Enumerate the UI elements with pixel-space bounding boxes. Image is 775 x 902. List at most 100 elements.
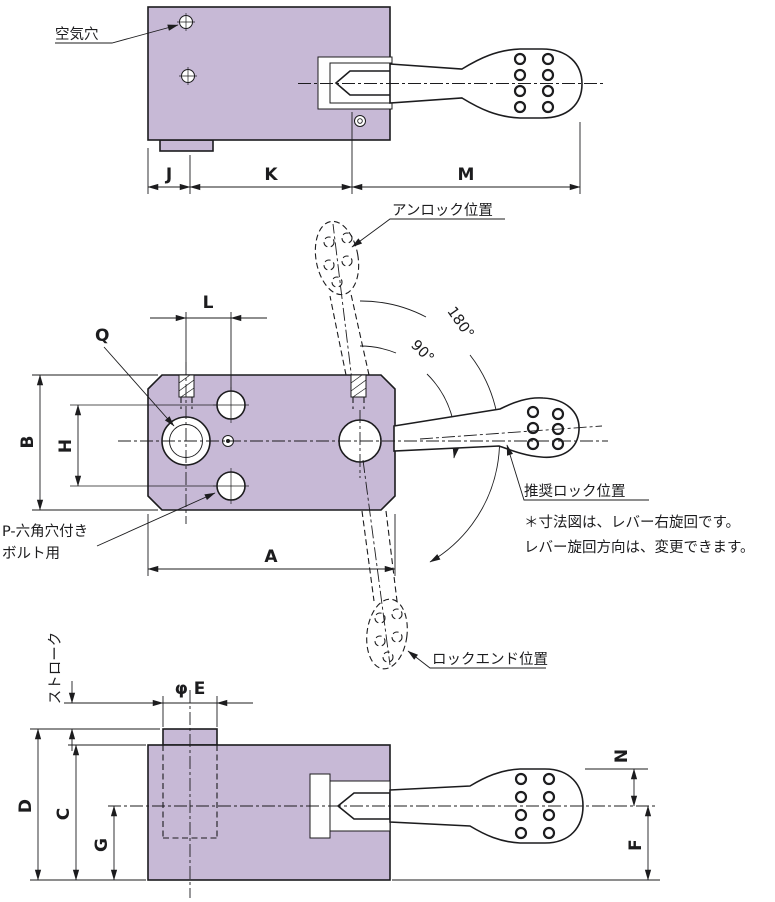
p-bolt-label-line1: P-六角穴付き — [2, 523, 88, 540]
angle-180-label: 180° — [443, 304, 476, 342]
dimension-label-B: B — [18, 436, 38, 449]
dimension-label-A: A — [264, 547, 278, 567]
air-hole-leader — [55, 24, 179, 44]
front-view: 90° 180° アンロック位置 — [2, 202, 755, 670]
phantom-grip-hole — [341, 232, 353, 244]
dimension-label-F: F — [626, 839, 646, 851]
lever-axis-centerline — [419, 425, 603, 440]
hidden-plunger-bore — [162, 745, 218, 839]
phantom-lever-edge — [350, 293, 370, 376]
grip-hole — [513, 68, 527, 82]
lever-lock-end-phantom — [361, 459, 408, 670]
note-line-1: ＊寸法図は、レバー右旋回です。 — [524, 514, 740, 531]
phantom-lever-bulb — [366, 598, 408, 670]
grip-hole — [526, 437, 540, 451]
grip-hole — [514, 826, 528, 840]
phantom-grip-hole — [323, 259, 335, 271]
dimension-label-G: G — [92, 838, 112, 852]
hatch-line — [352, 387, 367, 398]
grip-hole — [513, 100, 527, 114]
hatch-line — [350, 379, 367, 392]
dimension-H: H — [56, 404, 217, 487]
phantom-grip-hole — [391, 631, 403, 643]
phantom-grip-hole — [331, 276, 343, 288]
jkm-dimension-row: J K M — [147, 112, 581, 194]
grip-hole — [514, 772, 528, 786]
dimension-F: F — [392, 805, 660, 881]
phantom-grip-hole — [374, 612, 386, 624]
dimension-phi-E: φ E — [128, 679, 253, 727]
lock-end-position-label: ロックエンド位置 — [432, 651, 548, 668]
body-hole — [179, 67, 197, 85]
arc-180 — [429, 354, 500, 563]
hatch-line — [180, 387, 195, 398]
hatch-line — [350, 374, 363, 384]
top-view: 空気穴 — [55, 6, 604, 152]
stroke-label: ストローク — [47, 632, 64, 705]
lock-end-leader — [407, 650, 546, 669]
dimension-L: L — [150, 293, 267, 392]
q-leader — [103, 346, 175, 427]
dimension-label-phi-E: φ E — [175, 679, 206, 699]
grip-hole — [542, 790, 556, 804]
hatch-line — [178, 374, 191, 384]
dimension-G: G — [92, 805, 118, 881]
dimension-label-J: J — [165, 165, 172, 185]
dimension-label-N: N — [612, 749, 632, 763]
grip-hole — [542, 826, 556, 840]
lever-grip-holes — [514, 772, 556, 840]
set-screw-left — [178, 374, 195, 409]
angle-90-label: 90° — [407, 337, 436, 366]
set-screw-outline — [350, 374, 367, 398]
phantom-lever-edge — [361, 510, 375, 602]
phantom-grip-hole — [391, 608, 403, 620]
dimension-label-Q: Q — [95, 326, 109, 346]
dimension-C: C — [54, 744, 146, 881]
dimension-D: D — [16, 728, 160, 881]
dimension-label-H: H — [56, 439, 76, 453]
air-hole-label: 空気穴 — [55, 26, 99, 43]
grip-hole — [541, 68, 555, 82]
p-bolt-label-line2: ボルト用 — [2, 545, 60, 562]
grip-hole — [551, 407, 565, 421]
dimension-label-K: K — [264, 165, 278, 185]
dimension-label-C: C — [54, 808, 74, 820]
grip-hole — [541, 84, 555, 98]
arc-90 — [359, 345, 397, 354]
phantom-grip-hole — [382, 651, 394, 663]
phantom-grip-hole — [323, 236, 335, 248]
unlock-position-leader — [351, 218, 505, 248]
air-hole — [177, 13, 195, 31]
arc-180 — [359, 300, 427, 318]
dimension-N: N — [585, 749, 648, 807]
dimension-A: A — [147, 514, 396, 576]
phantom-lever-centerline — [362, 459, 391, 666]
lever-grip-holes — [513, 52, 555, 114]
dimension-label-L: L — [203, 293, 214, 313]
hatch-line — [178, 379, 195, 392]
phantom-lever-edge — [329, 295, 347, 376]
dimension-label-D: D — [16, 799, 36, 813]
screw-inner — [357, 118, 363, 124]
phantom-grip-hole — [341, 255, 353, 267]
phantom-lever-edge — [385, 510, 398, 602]
lever-grip-holes — [526, 405, 565, 451]
recommended-lock-label: 推奨ロック位置 — [524, 483, 626, 500]
dimension-B: B — [18, 374, 158, 511]
set-screw-outline — [178, 374, 195, 398]
grip-hole — [541, 52, 555, 66]
phantom-lever-bulb — [314, 220, 360, 296]
phantom-grip-hole — [374, 635, 386, 647]
screw-outer — [354, 115, 366, 127]
grip-hole — [514, 790, 528, 804]
grip-hole — [542, 808, 556, 822]
grip-hole — [514, 808, 528, 822]
dimension-label-M: M — [458, 165, 475, 185]
clamp-body-front-view — [147, 374, 396, 511]
unlock-position-label: アンロック位置 — [392, 202, 493, 219]
grip-hole — [513, 84, 527, 98]
plunger-boss-top-view — [159, 139, 214, 152]
grip-hole — [513, 52, 527, 66]
